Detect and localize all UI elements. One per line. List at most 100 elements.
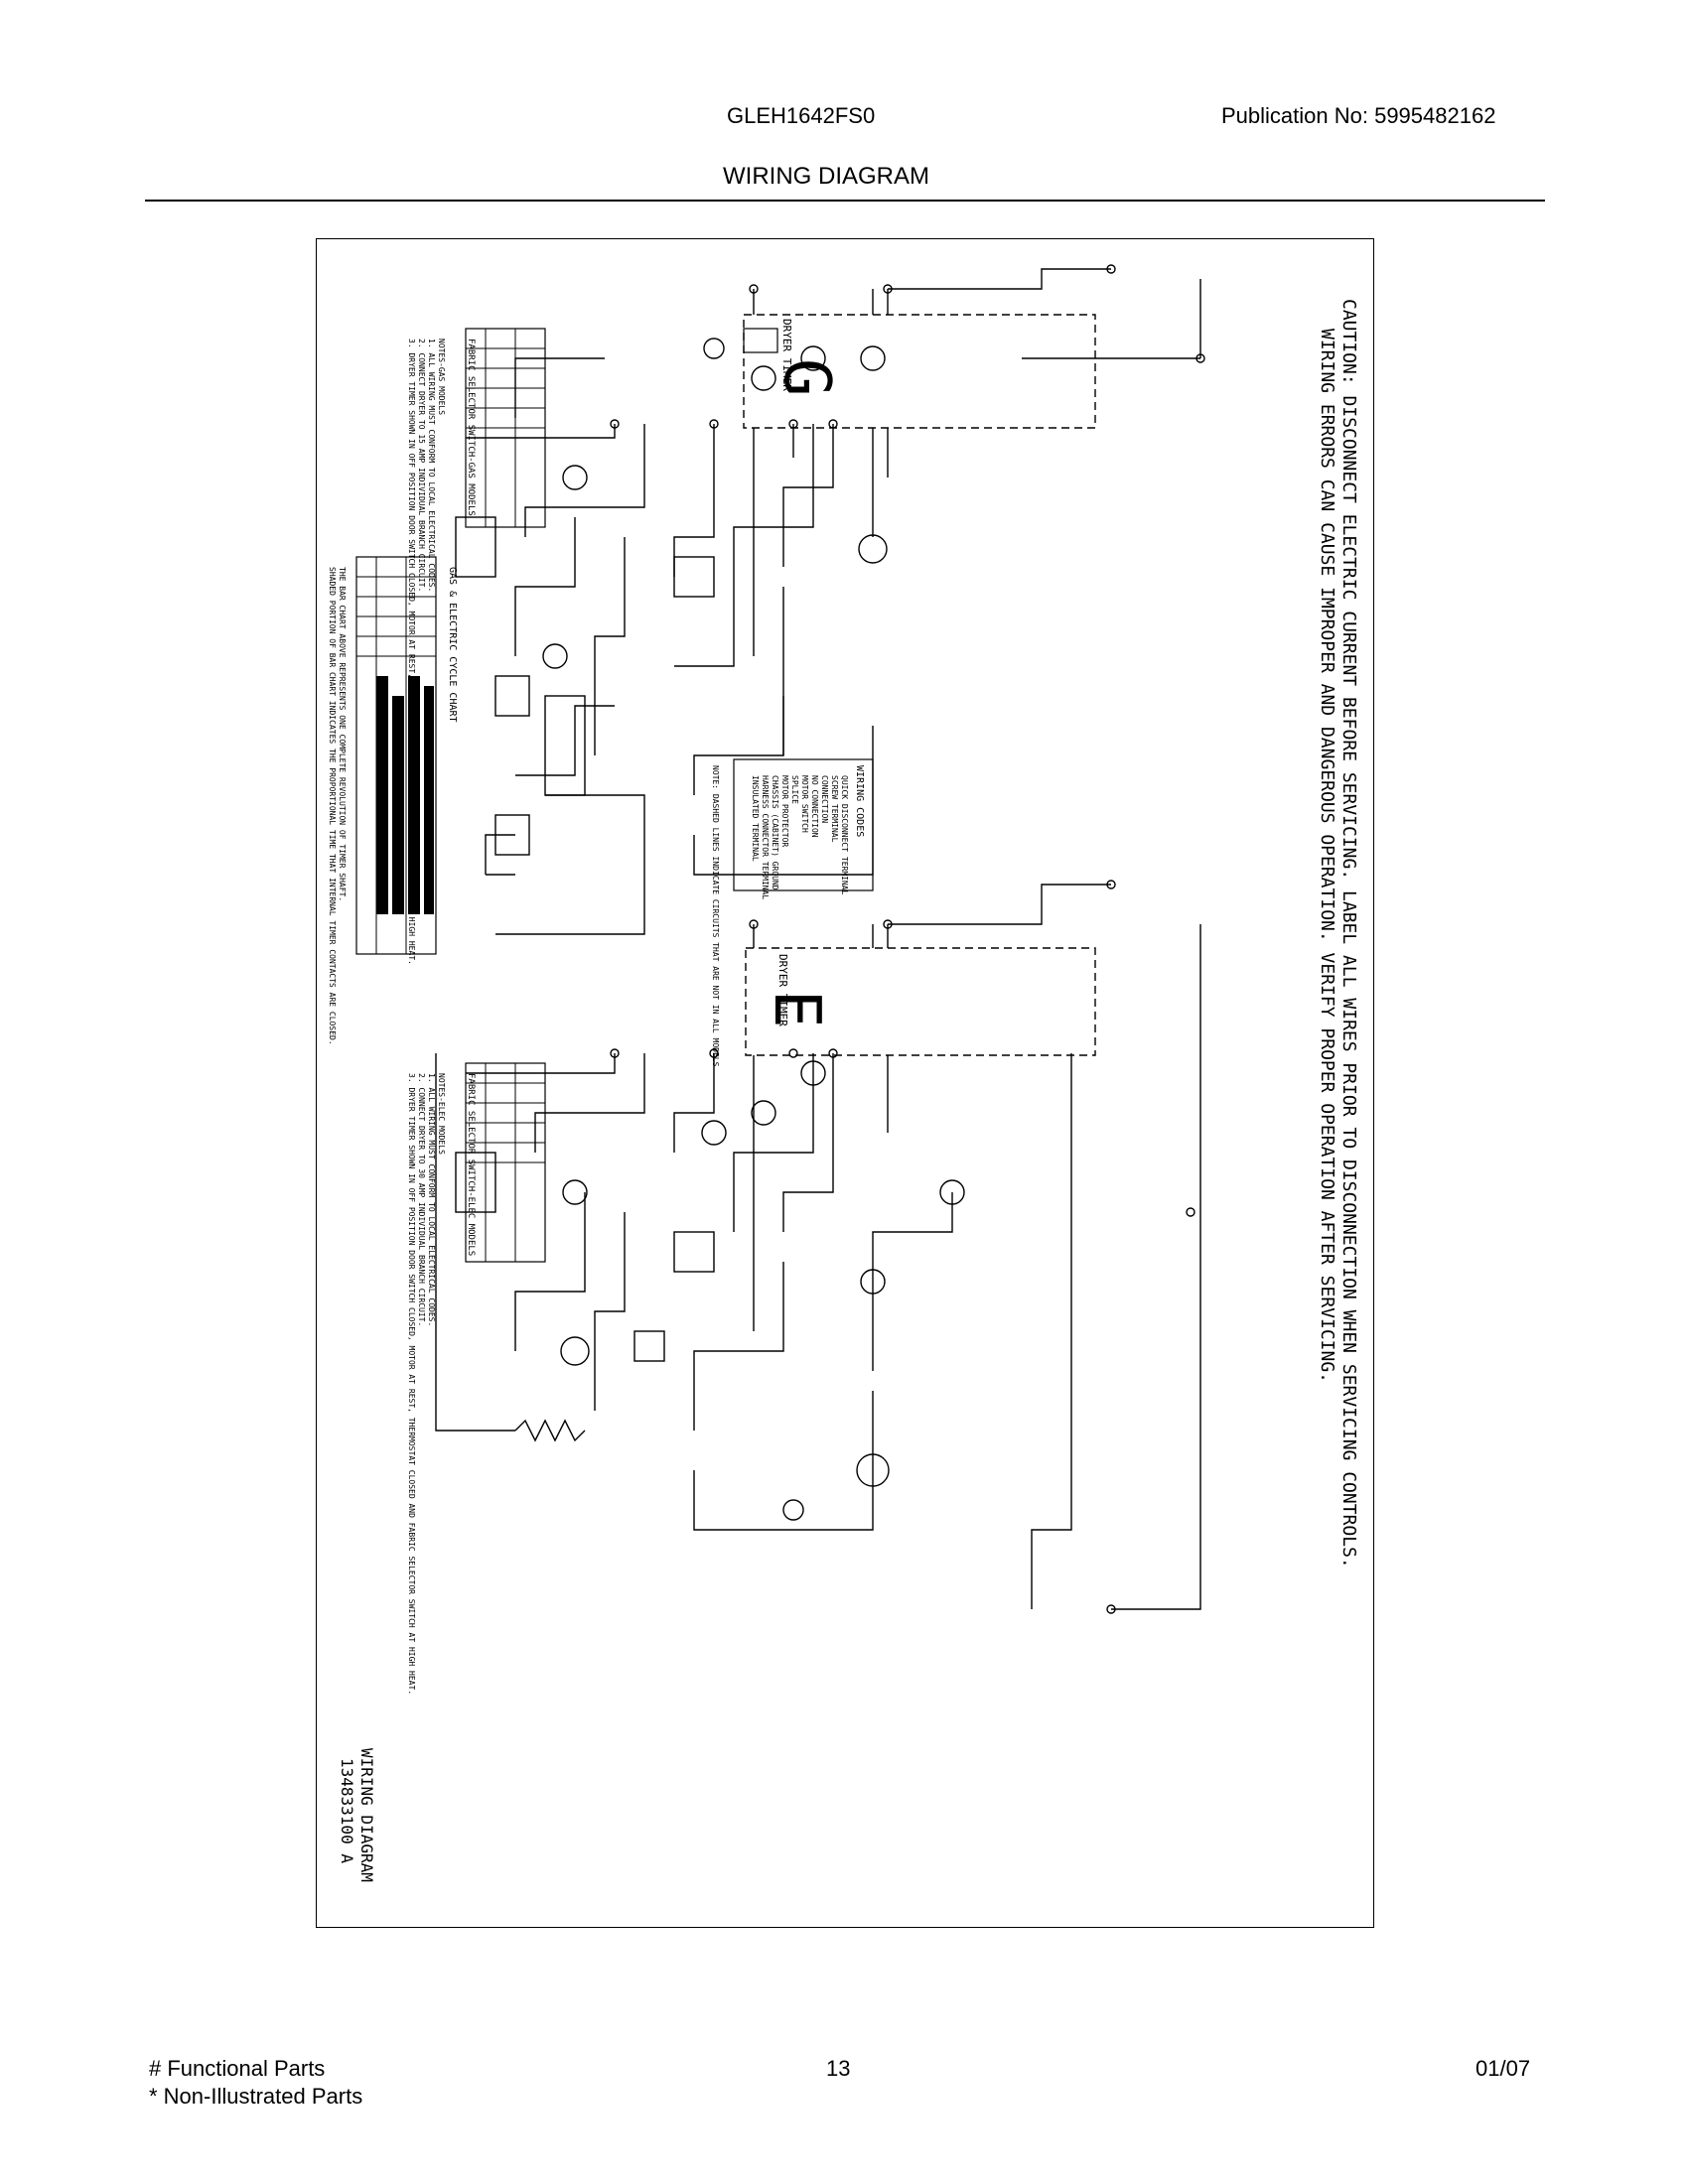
elec-terminal-tm [788,1048,798,1058]
gas-line-l1 [888,268,1111,290]
elec-timer-motor [751,1100,776,1126]
gas-selector-table-grid [466,329,545,527]
wiring-code-8: HARNESS CONNECTOR TERMINAL [761,775,770,900]
gas-high-limit [542,643,568,669]
elec-note-3: 3. DRYER TIMER SHOWN IN OFF POSITION DOO… [407,1073,416,1696]
elec-wire-group-a [753,924,889,1331]
gas-booster-wire [495,794,645,935]
elec-timer-box [745,947,1096,1056]
elec-note-2: 2. CONNECT DRYER TO 30 AMP INDIVIDUAL BR… [417,1073,426,1327]
gas-motor-symbol [858,534,888,564]
gas-valve-coils [544,695,586,796]
cycle-bar-cam1 [376,676,388,914]
cycle-bar-cam1b [392,696,404,914]
gas-terminal-a [610,419,620,429]
wiring-code-7: CHASSIS (CABINET) GROUND [771,775,779,890]
gas-terminal-h [749,284,759,294]
elec-moisture-control [673,1231,715,1273]
elec-notes-title: NOTES-ELEC MODELS [437,1073,446,1155]
elec-high-limit [560,1336,590,1366]
elec-fabric-selector [455,1152,496,1213]
wiring-diagram-frame: CAUTION: DISCONNECT ELECTRIC CURRENT BEF… [316,238,1374,1928]
gas-terminal-b [883,284,893,294]
wiring-code-5: SPLICE [790,775,799,804]
wiring-code-0: QUICK DISCONNECT TERMINAL [840,775,849,895]
gas-note-1: 1. ALL WIRING MUST CONFORM TO LOCAL ELEC… [427,339,436,593]
elec-thermal-limiter [939,1179,965,1205]
elec-motor-loop [693,1262,874,1531]
gas-line-neutral [1022,279,1201,359]
wiring-codes-title: WIRING CODES [854,765,865,838]
elec-timer-x-wire [673,1053,715,1153]
elec-selector-wire [534,1053,645,1153]
elec-terminal-h [749,919,759,929]
elec-terminal-c [828,1048,838,1058]
elec-note-1: 1. ALL WIRING MUST CONFORM TO LOCAL ELEC… [427,1073,436,1327]
gas-notes-title: NOTES-GAS MODELS [437,339,446,416]
elec-selector-table-grid [466,1063,545,1262]
gas-igniter-wire [485,834,515,876]
gas-terminal-l1 [1106,264,1116,274]
gas-a-wire [466,424,616,439]
wiring-code-9: INSULATED TERMINAL [751,775,760,862]
gas-sensor-wire [594,537,626,755]
elec-control-wire [514,1192,586,1351]
wiring-code-1: SCREW TERMINAL [830,775,839,843]
gas-option-switch [703,338,725,359]
cycle-chart-box [355,556,437,955]
elec-motor-wire [733,1053,814,1232]
wiring-code-4: MOTOR SWITCH [800,775,809,833]
elec-option-switch [701,1120,727,1146]
caution-line-1: CAUTION: DISCONNECT ELECTRIC CURRENT BEF… [1338,299,1359,1569]
gas-timer-motor [751,365,776,391]
header-rule [145,200,1545,202]
gas-timer-box-outline [743,328,778,353]
gas-control-thermostat [562,465,588,490]
gas-timer-letter: G [770,358,843,397]
non-illustrated-parts-legend: * Non-Illustrated Parts [149,2084,363,2109]
gas-fabric-selector [455,516,496,578]
gas-igniter [494,814,530,856]
elec-red-wire [435,1053,515,1432]
corner-title: WIRING DIAGRAM [357,1748,376,1882]
model-number: GLEH1642FS0 [727,103,876,128]
caution-line-2: WIRING ERRORS CAN CAUSE IMPROPER AND DAN… [1317,329,1337,1384]
elec-door-switch [860,1269,886,1295]
elec-terminal-n [1186,1207,1196,1217]
publication-number: Publication No: 5995482162 [1221,103,1496,128]
gas-timer-c-wire [782,424,834,567]
gas-motor-wire [674,424,814,667]
page-number: 13 [826,2056,851,2081]
cycle-chart-title: GAS & ELECTRIC CYCLE CHART [447,567,458,723]
gas-timer-x-wire [673,424,715,577]
gas-table-title: FABRIC SELECTOR SWITCH-GAS MODELS [466,339,476,516]
gas-terminal-x [709,419,719,429]
elec-thermal-wire [872,1192,953,1371]
elec-control-thermostat [562,1179,588,1205]
cycle-bar-cam2 [408,676,420,914]
gas-drum-light [800,345,826,371]
gas-valve-wire [515,705,615,776]
elec-heater-coil [514,1419,586,1442]
print-date: 01/07 [1476,2056,1531,2081]
gas-terminal-n [1196,353,1205,363]
wiring-codes-note: NOTE: DASHED LINES INDICATE CIRCUITS THA… [711,765,720,1067]
elec-contact-sensor [633,1330,665,1362]
elec-line-l2 [888,884,1111,925]
elec-terminal-a [610,1048,620,1058]
cycle-bar-cam3 [424,686,434,914]
wiring-code-6: MOTOR PROTECTOR [780,775,789,848]
elec-drum-light [800,1060,826,1086]
gas-terminal-c [828,419,838,429]
elec-motor-symbol [856,1453,890,1487]
wiring-schematic [355,264,1205,1614]
cycle-chart-note-1: THE BAR CHART ABOVE REPRESENTS ONE COMPL… [338,567,347,902]
gas-door-switch [860,345,886,371]
elec-l1-wire [1111,924,1201,1610]
wiring-codes-box [733,758,874,891]
gas-note-2: 2. CONNECT DRYER TO 15 AMP INDIVIDUAL BR… [417,339,426,593]
gas-valve-sensor [494,675,530,717]
gas-terminal-tm [788,419,798,429]
wiring-code-3: NO CONNECTION [810,775,819,838]
elec-start-switch [782,1499,804,1521]
